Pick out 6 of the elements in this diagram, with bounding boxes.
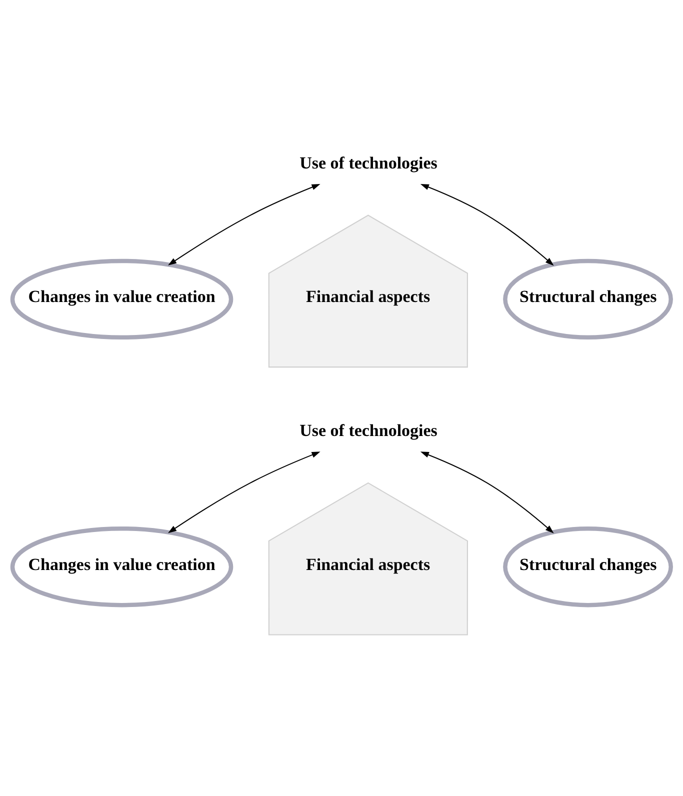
arrow xyxy=(420,451,554,533)
arrow xyxy=(168,184,320,265)
arrow xyxy=(420,184,554,266)
arrow xyxy=(168,451,320,533)
node-text: Use of technologies xyxy=(300,420,438,440)
node-text: Use of technologies xyxy=(300,152,438,172)
